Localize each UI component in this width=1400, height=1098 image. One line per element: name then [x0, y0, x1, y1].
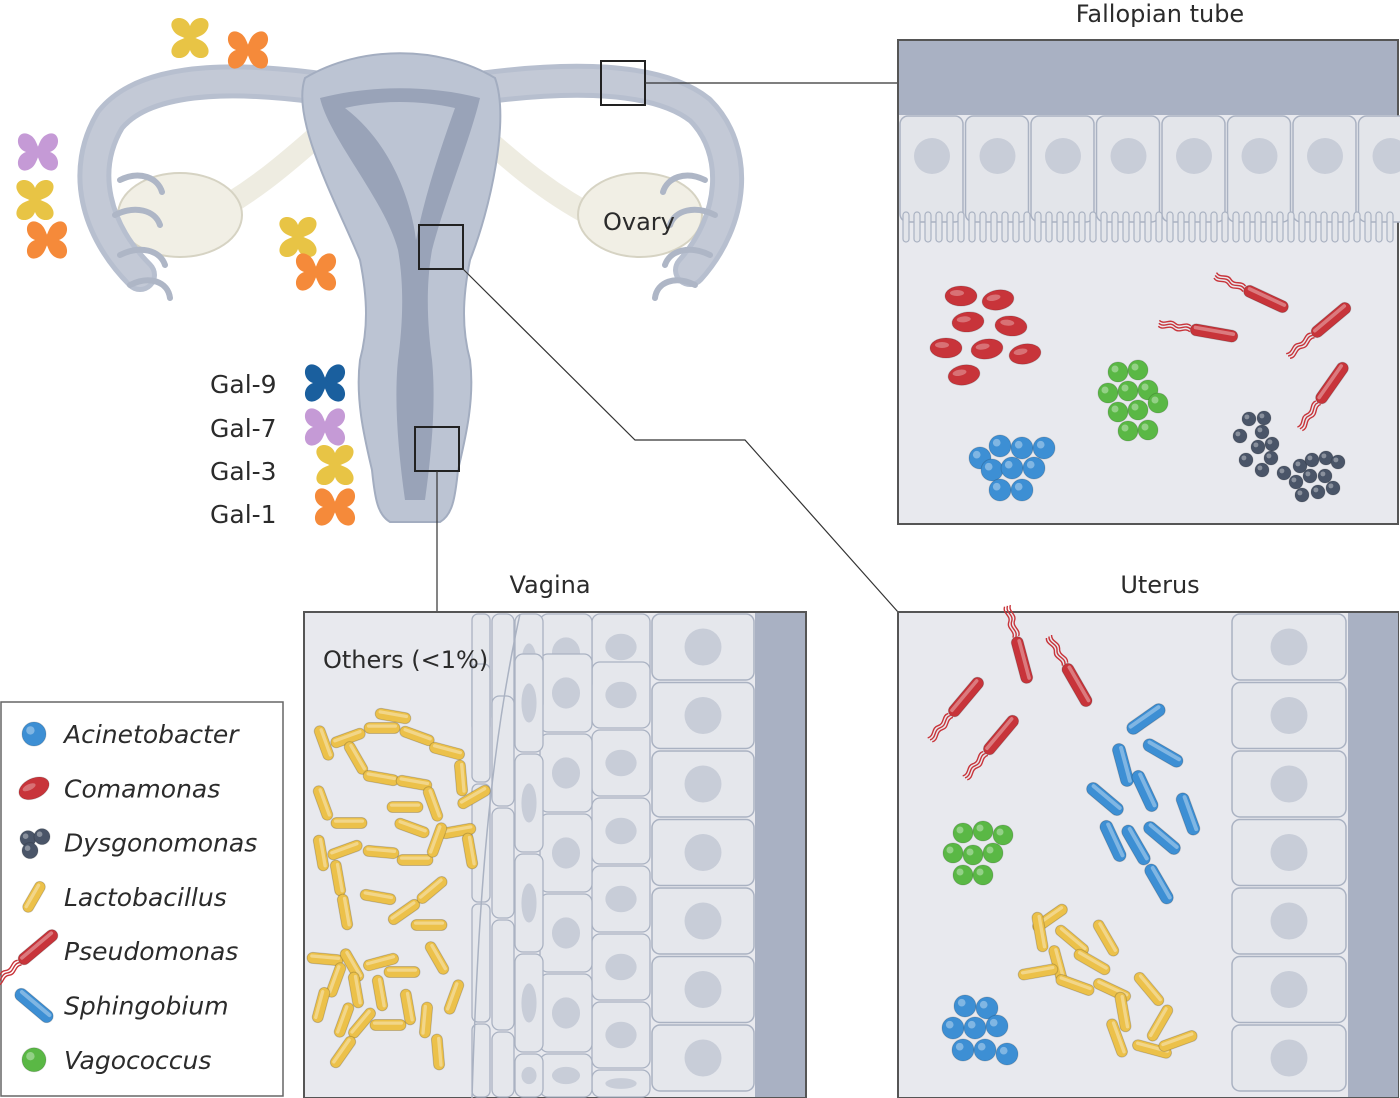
uterus-anatomy [77, 52, 899, 613]
legend-item-dysgonomonas: Dysgonomonas [19, 828, 257, 860]
legend-oval-icon [18, 776, 50, 801]
legend-rod-icon [22, 880, 46, 913]
left-ovary [117, 172, 243, 258]
legend-item-vagococcus: Vagococcus [21, 1046, 211, 1075]
legend-label: Comamonas [64, 774, 220, 803]
uterus-zoom-box [418, 224, 464, 270]
gal-7-label: Gal-7 [210, 414, 277, 443]
legend-label: Pseudomonas [64, 937, 238, 966]
legend-coccus-icon [21, 721, 47, 747]
gal-9-label: Gal-9 [210, 370, 277, 399]
legend-label: Dysgonomonas [64, 829, 257, 858]
ovary-label: Ovary [603, 208, 675, 236]
legend-item-lactobacillus: Lactobacillus [22, 880, 227, 913]
others-label: Others (<1%) [323, 646, 488, 674]
legend-item-pseudomonas: Pseudomonas [0, 929, 238, 987]
legend-item-sphingobium: Sphingobium [14, 987, 229, 1024]
uterus-title: Uterus [1120, 571, 1199, 599]
legend-item-acinetobacter: Acinetobacter [21, 720, 240, 749]
legend-flagellated-rod-icon [0, 929, 59, 987]
gal-1-label: Gal-1 [210, 500, 277, 529]
vagina-panel: Others (<1%) [303, 611, 807, 1098]
galectin-key: Gal-9 Gal-7 Gal-3 Gal-1 [210, 364, 356, 529]
legend-rod-icon [14, 987, 54, 1024]
fallopian-tube-title: Fallopian tube [1076, 0, 1244, 28]
vagina-title: Vagina [509, 571, 590, 599]
legend-label: Lactobacillus [64, 883, 227, 912]
gal-3-icon [316, 444, 354, 486]
legend-item-comamonas: Comamonas [18, 774, 220, 803]
right-ovary [577, 172, 703, 258]
gal-7-icon [304, 408, 346, 446]
gal-1-icon [314, 488, 356, 526]
uterus-panel [897, 604, 1399, 1098]
fallopian-tube-panel [897, 39, 1400, 525]
legend: AcinetobacterComamonasDysgonomonasLactob… [0, 701, 284, 1097]
legend-label: Sphingobium [64, 992, 229, 1021]
legend-coccus-icon [21, 1047, 47, 1073]
legend-label: Vagococcus [64, 1046, 211, 1075]
legend-cluster-icon [19, 828, 51, 860]
gal-3-label: Gal-3 [210, 457, 277, 486]
gal-9-icon [304, 364, 346, 402]
legend-label: Acinetobacter [62, 720, 240, 749]
